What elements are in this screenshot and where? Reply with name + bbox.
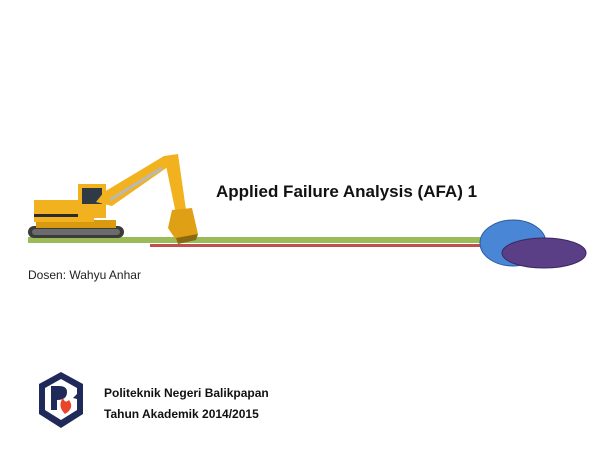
slide-title: Applied Failure Analysis (AFA) 1: [216, 182, 478, 201]
lecturer-name: Dosen: Wahyu Anhar: [28, 268, 141, 282]
institution-logo-icon: [39, 372, 83, 428]
green-divider-line: [28, 237, 495, 243]
red-divider-line: [150, 244, 495, 247]
institution-info: Politeknik Negeri Balikpapan Tahun Akade…: [104, 383, 269, 425]
academic-year: Tahun Akademik 2014/2015: [104, 407, 259, 421]
decorative-shapes-icon: [479, 219, 587, 269]
excavator-icon: [28, 154, 198, 244]
institution-name: Politeknik Negeri Balikpapan: [104, 386, 269, 400]
